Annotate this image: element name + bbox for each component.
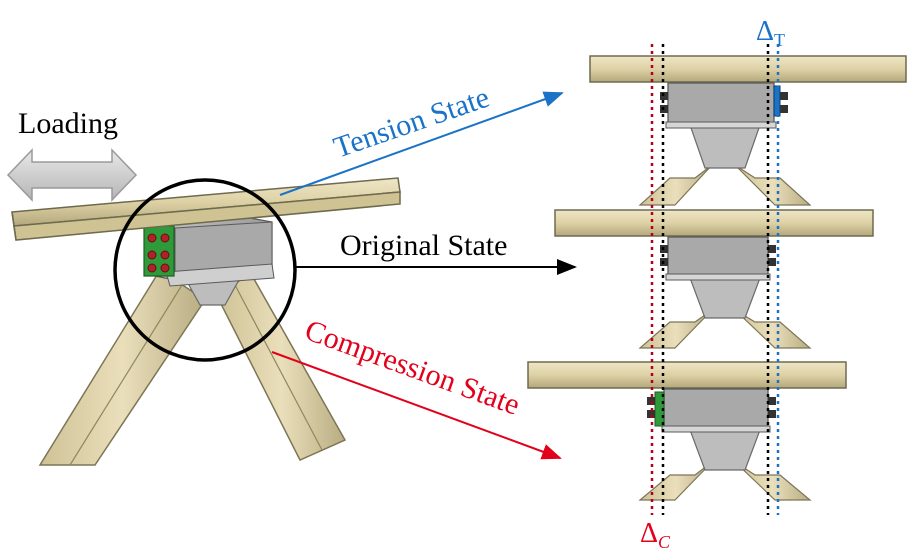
reference-lines [650, 44, 780, 515]
top-beam [11, 177, 401, 241]
delta-t-subscript: T [774, 30, 785, 50]
delta-c-subscript: C [658, 532, 671, 552]
svg-text:ΔT: ΔT [756, 16, 785, 50]
left-brace [38, 268, 207, 466]
tension-arrow [279, 91, 564, 196]
compression-state-label: Compression State [301, 314, 524, 422]
delta-c-symbol: Δ [640, 518, 658, 549]
double-headed-arrow-icon [6, 148, 138, 202]
tension-state-label: Tension State [330, 81, 494, 165]
compression-state-panel [527, 361, 847, 501]
original-state-panel [554, 209, 874, 349]
delta-c-label: ΔC [640, 518, 671, 552]
delta-t-symbol: Δ [756, 16, 774, 47]
loading-label: Loading [18, 107, 118, 140]
original-state-label: Original State [340, 229, 507, 262]
main-assembly: Loading [6, 107, 401, 466]
svg-text:ΔC: ΔC [640, 518, 671, 552]
bolt-plate [143, 225, 175, 277]
right-brace [217, 270, 347, 461]
delta-t-label: ΔT [756, 16, 785, 50]
tension-state-panel [589, 55, 907, 206]
detail-circle [113, 178, 297, 362]
compression-arrow [271, 351, 562, 460]
